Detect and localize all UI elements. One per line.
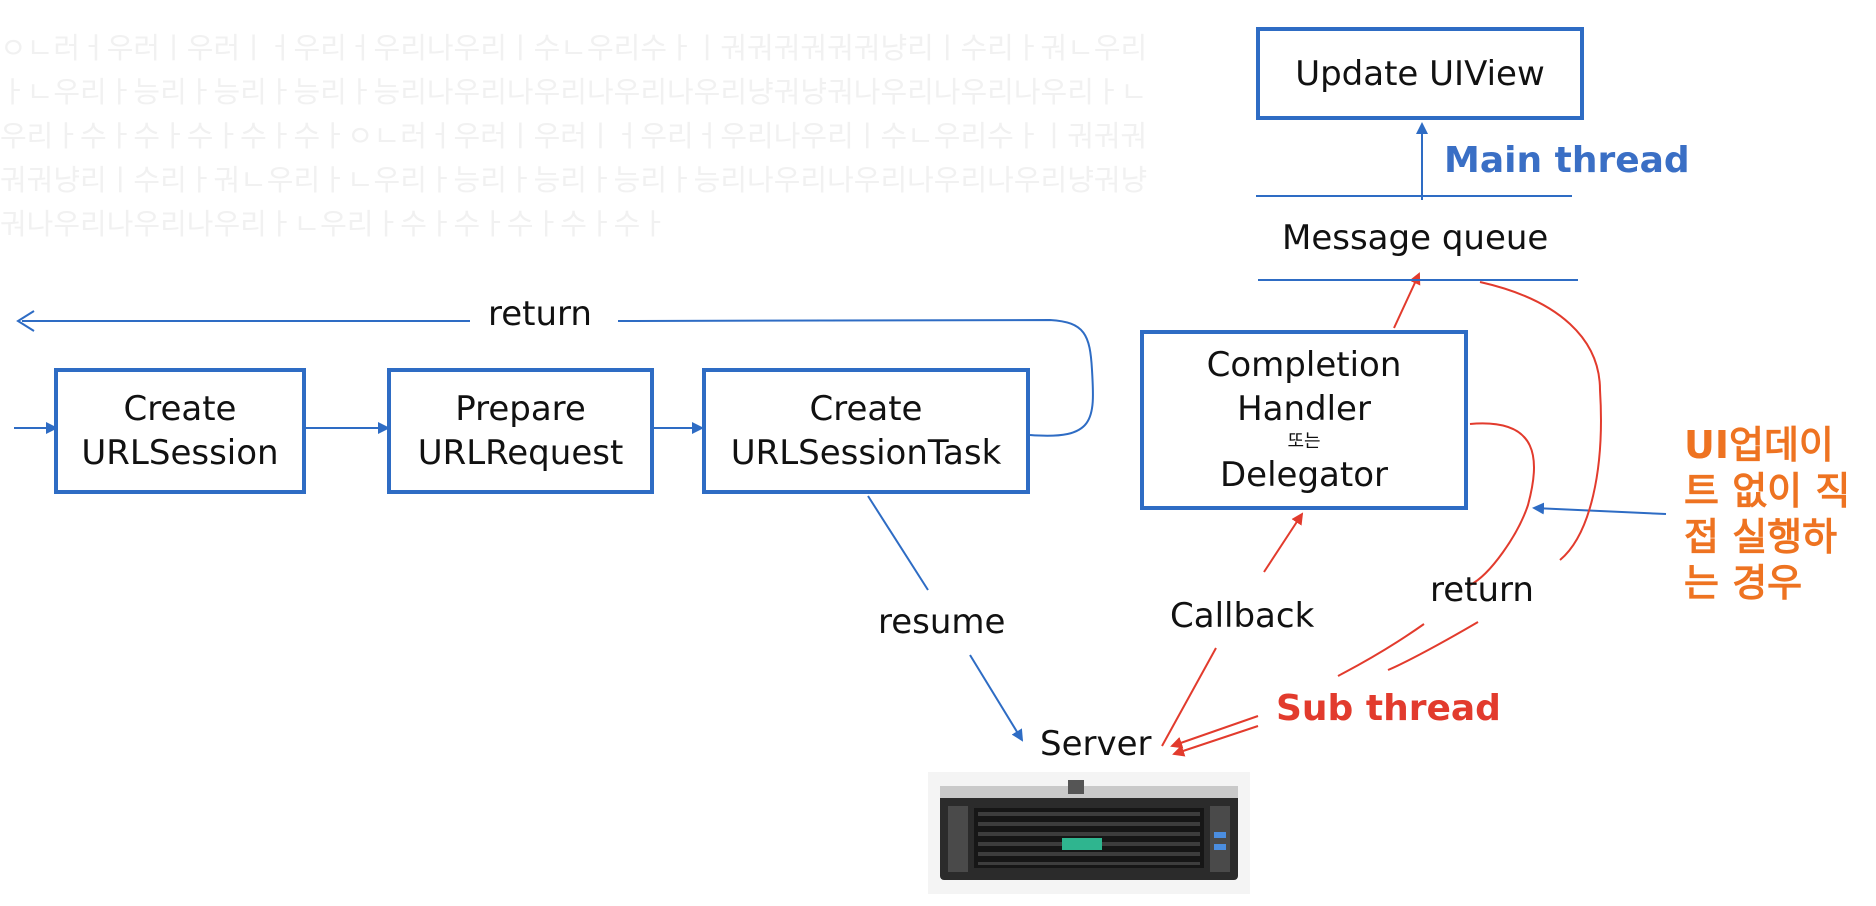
- update-uiview-label: Update UIView: [1295, 53, 1545, 94]
- return-loop-path: [617, 318, 1094, 437]
- faded-background-text: ㅇㄴ러ㅓ우러ㅣ우러ㅣㅓ우리ㅓ우리나우리ㅣ수ㄴ우리수ㅏㅣ궈궈궈궈궈궈냥리ㅣ수리ㅏ궈…: [0, 31, 1148, 241]
- completion-handler-line2: Handler: [1237, 389, 1371, 429]
- message-queue-label: Message queue: [1282, 218, 1549, 258]
- ui-note-line3: 접 실행하: [1684, 515, 1838, 559]
- ui-note-line4: 는 경우: [1684, 561, 1803, 605]
- message-queue-top-rule: [1256, 195, 1572, 197]
- ui-note-pointer: [1532, 502, 1667, 515]
- callback-line-lower: [1161, 647, 1217, 747]
- server-label: Server: [1040, 724, 1152, 764]
- completion-handler-box: Completion Handler 또는 Delegator: [1140, 330, 1468, 510]
- create-urlsession-line1: Create: [123, 389, 237, 429]
- create-urlsessiontask-line2: URLSessionTask: [730, 433, 1002, 473]
- prepare-urlrequest-box: Prepare URLRequest: [387, 368, 654, 494]
- create-urlsession-box: Create URLSession: [54, 368, 306, 494]
- return-top-label: return: [488, 294, 592, 334]
- return-curve-handler: [1469, 422, 1535, 586]
- prepare-urlrequest-line2: URLRequest: [417, 433, 624, 473]
- completion-handler-line1: Completion: [1206, 345, 1402, 385]
- completion-handler-or: 또는: [1287, 431, 1321, 452]
- direct-exec-curve: [1479, 281, 1602, 561]
- sub-thread-label: Sub thread: [1276, 688, 1501, 729]
- create-urlsessiontask-line1: Create: [809, 389, 923, 429]
- ui-note-line2: 트 없이 직: [1684, 469, 1851, 513]
- completion-handler-line3: Delegator: [1220, 455, 1388, 495]
- ui-note-line1: UI업데이: [1684, 423, 1834, 467]
- resume-label: resume: [878, 602, 1006, 642]
- create-urlsessiontask-box: Create URLSessionTask: [702, 368, 1030, 494]
- sub-thread-line-2: [1387, 621, 1479, 671]
- main-thread-label: Main thread: [1444, 140, 1690, 181]
- sub-thread-arrow-2: [1172, 725, 1259, 757]
- ui-update-note: UI업데이 트 없이 직 접 실행하 는 경우: [1684, 422, 1850, 606]
- resume-line-lower: [969, 654, 1024, 742]
- create-urlsession-line2: URLSession: [81, 433, 279, 473]
- message-queue-bottom-rule: [1258, 279, 1578, 281]
- sub-thread-arrow-1: [1170, 715, 1259, 749]
- rack-server-image: [928, 772, 1250, 894]
- return-right-label: return: [1430, 570, 1534, 610]
- callback-line-upper: [1263, 512, 1304, 573]
- handler-to-queue-arrow: [1393, 272, 1421, 329]
- sub-thread-line-1: [1337, 623, 1425, 677]
- resume-line-upper: [867, 495, 929, 591]
- return-arrowhead-left: [16, 310, 35, 332]
- callback-label: Callback: [1170, 596, 1315, 636]
- update-uiview-box: Update UIView: [1256, 27, 1584, 120]
- prepare-urlrequest-line1: Prepare: [455, 389, 586, 429]
